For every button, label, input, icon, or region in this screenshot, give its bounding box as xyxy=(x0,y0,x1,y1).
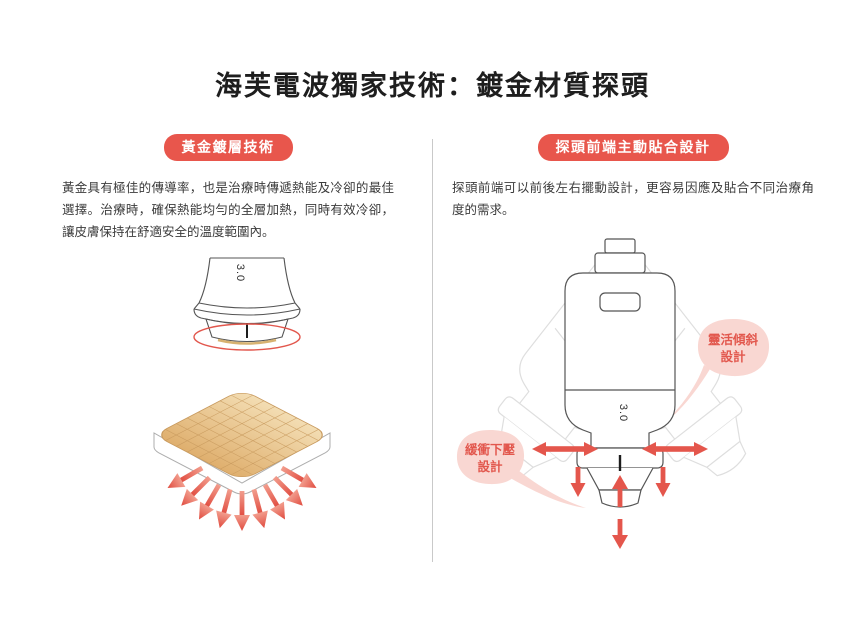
press-callout-line1: 緩衝下壓 xyxy=(465,442,516,457)
down-arrow-left xyxy=(570,482,586,497)
tilt-callout: 靈活傾斜 設計 xyxy=(660,318,770,427)
fit-design-description: 探頭前端可以前後左右擺動設計，更容易因應及貼合不同治療角度的需求。 xyxy=(452,180,814,217)
tilt-callout-line1: 靈活傾斜 xyxy=(708,332,759,347)
down-arrow-center xyxy=(612,534,628,549)
press-callout-line2: 設計 xyxy=(477,459,503,474)
left-arrowhead-in xyxy=(584,441,598,456)
probe-tip-illustration: 3.0 xyxy=(193,257,301,351)
tilt-callout-line2: 設計 xyxy=(720,349,746,364)
gold-coating-section: 黃金鍍層技術 黃金具有極佳的傳導率，也是治療時傳遞熱能及冷卻的最佳選擇。治療時，… xyxy=(62,134,394,541)
up-arrow xyxy=(612,474,628,489)
down-arrow-right xyxy=(655,482,671,497)
gold-grid-illustration xyxy=(153,392,331,531)
gold-grid-surface xyxy=(161,392,323,477)
gold-coating-badge: 黃金鍍層技術 xyxy=(163,134,293,161)
probe-depth-label: 3.0 xyxy=(617,404,629,422)
press-callout: 緩衝下壓 設計 xyxy=(456,429,586,508)
probe-depth-label: 3.0 xyxy=(234,264,246,282)
motion-arrows xyxy=(532,441,708,549)
red-highlight-ellipse xyxy=(193,323,301,351)
gold-coating-description: 黃金具有極佳的傳導率，也是治療時傳遞熱能及冷卻的最佳選擇。治療時，確保熱能均勻的… xyxy=(62,180,394,239)
fit-design-badge: 探頭前端主動貼合設計 xyxy=(537,134,729,161)
grid-lines xyxy=(164,394,320,475)
left-arrowhead-out xyxy=(532,441,546,456)
page-title: 海芙電波獨家技術：鍍金材質探頭 xyxy=(215,71,650,101)
handpiece-illustration: 靈活傾斜 設計 緩衝下壓 設計 3.0 xyxy=(456,238,778,549)
gold-plating-line xyxy=(217,338,277,345)
right-arrowhead-in xyxy=(642,441,656,456)
fit-design-section: 探頭前端主動貼合設計 探頭前端可以前後左右擺動設計，更容易因應及貼合不同治療角度… xyxy=(452,134,814,562)
right-arrowhead-out xyxy=(694,441,708,456)
column-divider xyxy=(432,139,433,562)
